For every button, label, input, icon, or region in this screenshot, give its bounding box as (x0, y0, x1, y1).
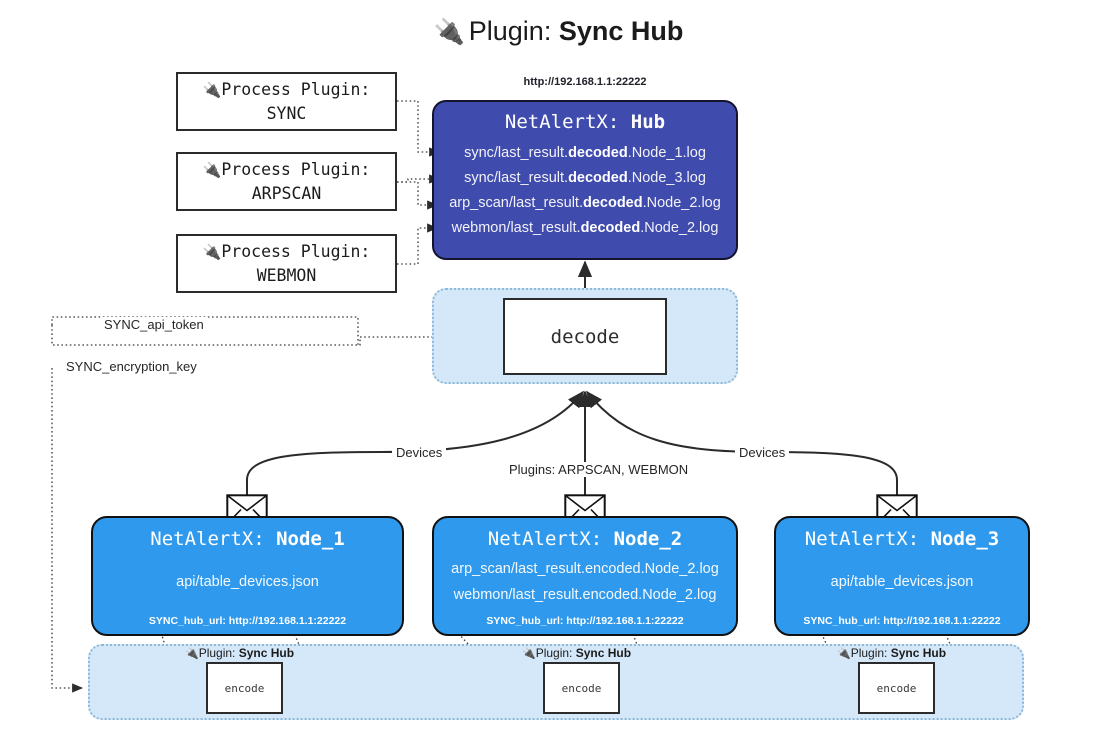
node-card-node-1[interactable]: NetAlertX: Node_1 api/table_devices.json… (91, 516, 404, 636)
page-title-prefix: Plugin: (468, 16, 559, 46)
process-plugin-webmon[interactable]: 🔌Process Plugin: WEBMON (176, 234, 397, 293)
devices-left-label: Devices (392, 445, 447, 460)
process-plugin-heading: 🔌Process Plugin: (202, 159, 371, 179)
encode-plugin-label-3: 🔌Plugin: Sync Hub (837, 646, 947, 660)
plugins-middle-label: Plugins: ARPSCAN, WEBMON (505, 462, 693, 477)
hub-log-line: sync/last_result.decoded.Node_3.log (464, 169, 706, 186)
node-resource-line: webmon/last_result.encoded.Node_2.log (453, 586, 717, 603)
plug-icon: 🔌 (837, 648, 851, 660)
hub-card[interactable]: NetAlertX: Hub sync/last_result.decoded.… (432, 100, 738, 260)
node-lines: arp_scan/last_result.encoded.Node_2.log … (434, 550, 736, 615)
node-title: NetAlertX: Node_3 (804, 528, 1000, 550)
hub-url-label: http://192.168.1.1:22222 (523, 76, 647, 88)
sync-api-token-label: SYNC_api_token (100, 317, 208, 332)
node-title: NetAlertX: Node_1 (150, 528, 345, 550)
hub-log-line: webmon/last_result.decoded.Node_2.log (451, 219, 719, 236)
encode-box-1[interactable]: encode (206, 662, 283, 714)
node-hub-url: SYNC_hub_url: http://192.168.1.1:22222 (148, 615, 347, 627)
process-plugin-heading: 🔌Process Plugin: (202, 241, 371, 261)
plug-icon: 🔌 (433, 18, 465, 46)
encode-box-2[interactable]: encode (543, 662, 620, 714)
node-card-node-3[interactable]: NetAlertX: Node_3 api/table_devices.json… (774, 516, 1030, 636)
node-resource-line: api/table_devices.json (176, 573, 319, 590)
plug-icon: 🔌 (202, 81, 222, 99)
page-title-name: Sync Hub (558, 16, 684, 46)
devices-right-label: Devices (735, 445, 790, 460)
process-plugin-heading: 🔌Process Plugin: (202, 79, 371, 99)
process-plugin-sync[interactable]: 🔌Process Plugin: SYNC (176, 72, 397, 131)
process-plugin-arpscan[interactable]: 🔌Process Plugin: ARPSCAN (176, 152, 397, 211)
node-lines: api/table_devices.json (776, 550, 1028, 615)
node-hub-url: SYNC_hub_url: http://192.168.1.1:22222 (803, 615, 1001, 627)
page-title: 🔌Plugin: Sync Hub (0, 16, 1117, 47)
hub-title: NetAlertX: Hub (504, 111, 666, 133)
node-title: NetAlertX: Node_2 (487, 528, 683, 550)
decode-box[interactable]: decode (503, 298, 667, 375)
node-resource-line: arp_scan/last_result.encoded.Node_2.log (451, 561, 719, 578)
encode-box-3[interactable]: encode (858, 662, 935, 714)
plug-icon: 🔌 (522, 648, 536, 660)
node-card-node-2[interactable]: NetAlertX: Node_2 arp_scan/last_result.e… (432, 516, 738, 636)
node-hub-url: SYNC_hub_url: http://192.168.1.1:22222 (486, 615, 684, 627)
node-lines: api/table_devices.json (93, 550, 402, 615)
sync-encryption-key-label: SYNC_encryption_key (62, 359, 201, 374)
process-plugin-name: SYNC (266, 103, 307, 123)
encode-plugin-label-2: 🔌Plugin: Sync Hub (522, 646, 632, 660)
node-resource-line: api/table_devices.json (830, 573, 974, 590)
hub-log-line: sync/last_result.decoded.Node_1.log (464, 145, 706, 161)
plug-icon: 🔌 (202, 243, 222, 261)
plug-icon: 🔌 (202, 161, 222, 179)
process-plugin-name: ARPSCAN (251, 183, 322, 203)
hub-log-line: arp_scan/last_result.decoded.Node_2.log (449, 194, 721, 211)
encode-plugin-label-1: 🔌Plugin: Sync Hub (185, 646, 295, 660)
plug-icon: 🔌 (185, 648, 199, 660)
process-plugin-name: WEBMON (256, 265, 317, 285)
